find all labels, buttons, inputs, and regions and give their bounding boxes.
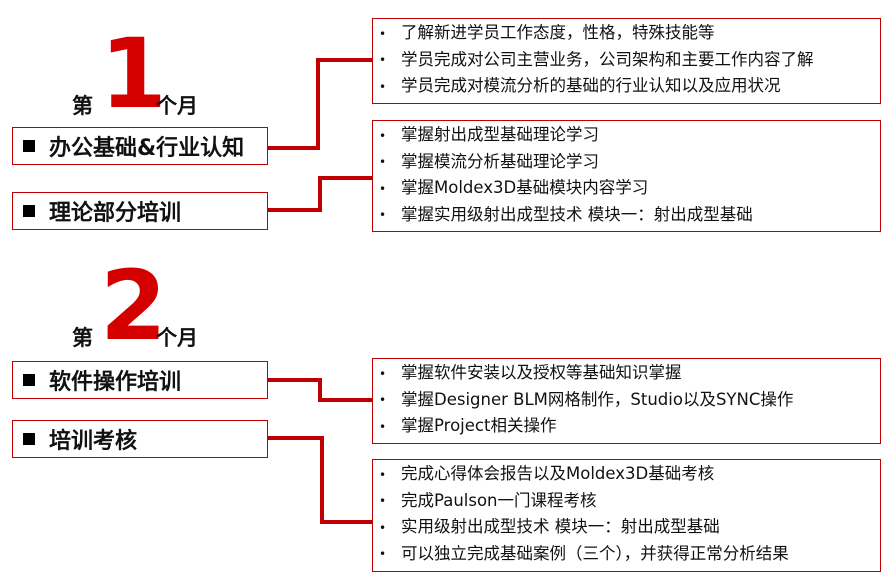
list-item: • 学员完成对模流分析的基础的行业认知以及应用状况 (379, 73, 880, 100)
list-item: • 实用级射出成型技术 模块一：射出成型基础 (379, 514, 880, 541)
list-item: • 完成Paulson一门课程考核 (379, 488, 880, 515)
list-item-text: 掌握射出成型基础理论学习 (401, 125, 599, 144)
connector-m1-a (268, 58, 372, 150)
month-2-number: 2 (100, 250, 167, 362)
detail-box-m2-b: • 完成心得体会报告以及Moldex3D基础考核 • 完成Paulson一门课程考核… (372, 459, 881, 572)
task-label: 培训考核 (49, 429, 138, 454)
bullet-icon: • (379, 520, 387, 535)
bullet-icon: • (379, 467, 387, 482)
list-item: • 掌握Project相关操作 (379, 413, 880, 440)
bullet-icon: • (379, 53, 387, 67)
list-item: • 可以独立完成基础案例（三个），并获得正常分析结果 (379, 541, 880, 568)
list-item-text: 完成Paulson一门课程考核 (401, 490, 597, 510)
detail-box-m2-a: • 掌握软件安装以及授权等基础知识掌握 • 掌握Designer BLM网格制作，S… (372, 358, 881, 444)
list-item-text: 掌握模流分析基础理论学习 (401, 151, 599, 171)
bullet-icon: • (379, 208, 387, 222)
task-theory-training: 理论部分培训 (12, 192, 268, 230)
square-bullet-icon (23, 374, 35, 386)
bullet-icon: • (379, 155, 387, 169)
list-item-text: 掌握实用级射出成型技术 模块一：射出成型基础 (401, 204, 753, 224)
list-item: • 了解新进学员工作态度，性格，特殊技能等 (379, 20, 880, 47)
bullet-icon: • (379, 79, 387, 94)
bullet-icon: • (379, 419, 387, 434)
list-item-text: 实用级射出成型技术 模块一：射出成型基础 (401, 517, 720, 536)
detail-box-m1-a: • 了解新进学员工作态度，性格，特殊技能等 • 学员完成对公司主营业务，公司架构和主… (372, 18, 881, 104)
bullet-icon: • (379, 128, 387, 143)
square-bullet-icon (23, 140, 35, 152)
list-item: • 掌握软件安装以及授权等基础知识掌握 (379, 360, 880, 387)
list-item-text: 掌握软件安装以及授权等基础知识掌握 (401, 363, 682, 382)
list-item: • 掌握Designer BLM网格制作，Studio以及SYNC操作 (379, 387, 880, 414)
connector-m2-b (268, 436, 372, 524)
task-label: 理论部分培训 (49, 201, 182, 226)
task-label: 办公基础&行业认知 (49, 136, 245, 161)
list-item-text: 掌握Designer BLM网格制作，Studio以及SYNC操作 (401, 389, 794, 409)
list-item: • 掌握射出成型基础理论学习 (379, 122, 880, 149)
bullet-icon: • (379, 366, 387, 381)
list-item-text: 完成心得体会报告以及Moldex3D基础考核 (401, 464, 715, 483)
detail-box-m1-b: • 掌握射出成型基础理论学习 • 掌握模流分析基础理论学习 • 掌握Moldex3D基… (372, 120, 881, 232)
list-item-text: 了解新进学员工作态度，性格，特殊技能等 (401, 23, 715, 42)
list-item-text: 学员完成对模流分析的基础的行业认知以及应用状况 (401, 76, 781, 95)
list-item-text: 可以独立完成基础案例（三个），并获得正常分析结果 (401, 543, 789, 563)
month-2-suffix: 个月 (156, 326, 198, 350)
list-item-text: 掌握Project相关操作 (401, 416, 557, 435)
month-1-suffix: 个月 (156, 94, 198, 118)
bullet-icon: • (379, 26, 387, 41)
month-2-prefix: 第 (72, 326, 93, 350)
bullet-icon: • (379, 393, 387, 407)
month-1-number: 1 (100, 18, 167, 130)
connector-m2-a (268, 378, 372, 402)
month-1-prefix: 第 (72, 94, 93, 118)
list-item: • 掌握Moldex3D基础模块内容学习 (379, 175, 880, 202)
bullet-icon: • (379, 547, 387, 561)
square-bullet-icon (23, 205, 35, 217)
list-item: • 完成心得体会报告以及Moldex3D基础考核 (379, 461, 880, 488)
task-software-operation: 软件操作培训 (12, 361, 268, 399)
list-item-text: 掌握Moldex3D基础模块内容学习 (401, 178, 649, 197)
list-item: • 学员完成对公司主营业务，公司架构和主要工作内容了解 (379, 47, 880, 74)
bullet-icon: • (379, 181, 387, 196)
list-item-text: 学员完成对公司主营业务，公司架构和主要工作内容了解 (401, 49, 814, 69)
bullet-icon: • (379, 494, 387, 508)
connector-m1-b (268, 176, 372, 212)
list-item: • 掌握模流分析基础理论学习 (379, 149, 880, 176)
square-bullet-icon (23, 433, 35, 445)
task-training-assessment: 培训考核 (12, 420, 268, 458)
task-label: 软件操作培训 (49, 370, 182, 395)
list-item: • 掌握实用级射出成型技术 模块一：射出成型基础 (379, 202, 880, 229)
task-office-industry: 办公基础&行业认知 (12, 127, 268, 165)
